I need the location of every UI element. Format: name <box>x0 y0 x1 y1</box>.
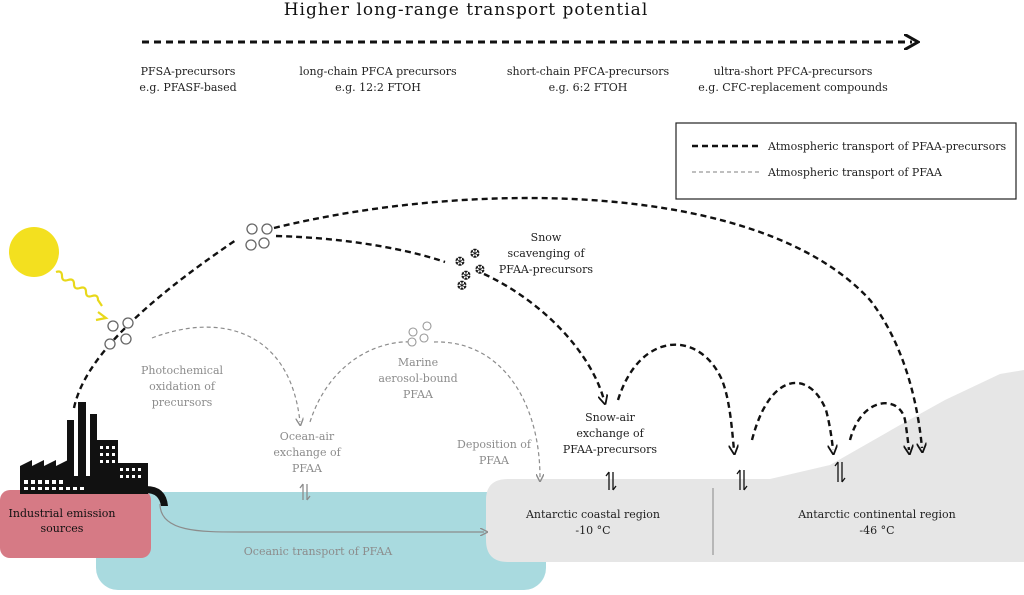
snowflake-icon: ❆❆❆❆❆ <box>455 247 486 294</box>
label-line: Marine <box>398 356 438 369</box>
category-pfsa: PFSA-precursors e.g. PFASF-based <box>139 65 236 94</box>
molecule-cluster-icon <box>245 223 273 251</box>
category-short-chain: short-chain PFCA-precursors e.g. 6:2 FTO… <box>507 65 670 94</box>
legend-label-pfaa: Atmospheric transport of PFAA <box>767 166 943 179</box>
label-line: Snow-air <box>585 411 635 424</box>
molecule-cluster-icon <box>407 321 432 347</box>
photochemical-label: Photochemical oxidation of precursors <box>141 364 224 409</box>
deposition-label: Deposition of PFAA <box>457 438 532 467</box>
continental-region-label: Antarctic continental region -46 °C <box>797 508 956 537</box>
pfaa-transport-arrows <box>151 326 540 532</box>
label-line: exchange of <box>576 427 644 440</box>
oceanic-transport-line <box>159 503 484 532</box>
label-line: PFAA-precursors <box>563 443 658 456</box>
snow-air-label: Snow-air exchange of PFAA-precursors <box>563 411 658 456</box>
header-title: Higher long-range transport potential <box>284 0 649 20</box>
emission-box <box>0 490 151 558</box>
exchange-arrows-icon <box>299 483 311 501</box>
ocean-area <box>96 492 546 590</box>
arc-long-range-continental <box>273 196 922 448</box>
category-example: e.g. PFASF-based <box>139 81 236 94</box>
label-line: oxidation of <box>149 380 216 393</box>
label-line: PFAA <box>403 388 434 401</box>
category-example: e.g. CFC-replacement compounds <box>698 81 888 94</box>
exchange-arrows-icon <box>834 461 846 483</box>
legend: Atmospheric transport of PFAA-precursors… <box>675 122 1017 200</box>
antarctica-ice <box>486 370 1024 562</box>
category-label: PFSA-precursors <box>141 65 236 78</box>
coastal-region-label: Antarctic coastal region -10 °C <box>525 508 660 537</box>
label-line: -46 °C <box>859 524 894 537</box>
gray-arc-marine <box>309 341 413 423</box>
gray-arc-deposition <box>433 341 540 478</box>
svg-text:❆: ❆ <box>455 255 466 270</box>
hop-2 <box>750 381 833 450</box>
label-line: -10 °C <box>575 524 610 537</box>
hop-3 <box>848 402 909 450</box>
label-line: precursors <box>152 396 213 409</box>
sun-icon <box>9 227 59 277</box>
category-label: ultra-short PFCA-precursors <box>714 65 873 78</box>
arc-snow-to-coast <box>483 272 604 400</box>
label-line: aerosol-bound <box>378 372 457 385</box>
label-line: PFAA <box>292 462 323 475</box>
sun-ray-arrowhead <box>95 311 109 322</box>
label-line: PFAA-precursors <box>499 263 594 276</box>
svg-text:❆: ❆ <box>461 269 472 284</box>
label-line: Snow <box>531 231 562 244</box>
label-line: exchange of <box>273 446 341 459</box>
category-label: short-chain PFCA-precursors <box>507 65 670 78</box>
category-label: long-chain PFCA precursors <box>299 65 457 78</box>
exchange-arrows-icon <box>605 471 617 491</box>
exchange-arrows-icon <box>736 469 748 491</box>
label-line: Antarctic continental region <box>797 508 956 521</box>
category-long-chain: long-chain PFCA precursors e.g. 12:2 FTO… <box>299 65 457 94</box>
snow-scavenging-label: Snow scavenging of PFAA-precursors <box>499 231 594 276</box>
label-line: Deposition of <box>457 438 532 451</box>
molecule-cluster-icon <box>104 317 134 350</box>
factory-icon <box>20 402 168 506</box>
category-ultra-short: ultra-short PFCA-precursors e.g. CFC-rep… <box>698 65 888 94</box>
marine-aerosol-label: Marine aerosol-bound PFAA <box>378 356 457 401</box>
emission-label-line1: Industrial emission <box>9 507 116 520</box>
svg-text:❆: ❆ <box>475 263 486 278</box>
label-line: Photochemical <box>141 364 224 377</box>
precursor-transport-arrows <box>72 196 922 450</box>
label-line: Ocean-air <box>280 430 335 443</box>
arc-emission-up <box>72 239 237 409</box>
category-example: e.g. 12:2 FTOH <box>335 81 421 94</box>
category-example: e.g. 6:2 FTOH <box>549 81 628 94</box>
svg-text:❆: ❆ <box>457 279 468 294</box>
ocean-air-label: Ocean-air exchange of PFAA <box>273 430 341 475</box>
label-line: scavenging of <box>507 247 585 260</box>
svg-text:❆: ❆ <box>470 247 481 262</box>
sun-ray-icon <box>55 270 103 307</box>
legend-label-precursors: Atmospheric transport of PFAA-precursors <box>767 140 1006 153</box>
emission-label-line2: sources <box>41 522 84 535</box>
label-line: Antarctic coastal region <box>525 508 660 521</box>
oceanic-transport-label: Oceanic transport of PFAA <box>244 545 394 558</box>
arc-to-snow-scavenging <box>275 234 446 264</box>
gray-arc-oxidation <box>151 326 300 422</box>
hop-1 <box>616 343 734 450</box>
label-line: PFAA <box>479 454 510 467</box>
